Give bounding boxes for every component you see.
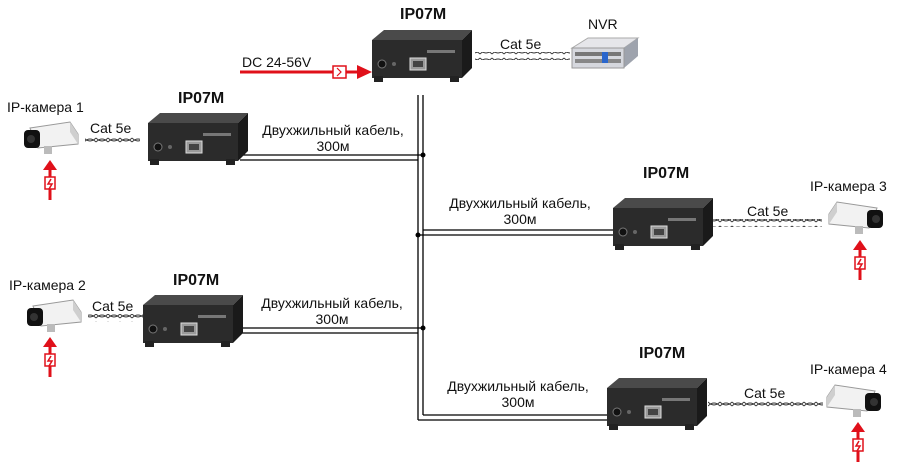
device-model-label: IP07M	[639, 345, 686, 362]
receiver-device	[371, 29, 473, 83]
twowire-cable-line1: Двухжильный кабель,	[447, 378, 589, 394]
transmitter-device-4	[606, 377, 708, 431]
device-model-label: IP07M	[643, 165, 690, 182]
twowire-cable-line1: Двухжильный кабель,	[262, 122, 404, 138]
ip-camera-2-icon	[26, 299, 82, 333]
cat5e-label: Cat 5e	[500, 36, 542, 52]
ip-camera-4-label: IP-камера 4	[810, 361, 887, 377]
twowire-cable-label-4: Двухжильный кабель, 300м	[432, 378, 604, 410]
twowire-cable-line2: 300м	[503, 211, 537, 227]
twowire-cable-label-2: Двухжильный кабель, 300м	[247, 295, 417, 327]
transmitter-device-2	[142, 294, 244, 348]
ip-camera-3-icon	[828, 201, 884, 235]
twowire-cable-line2: 300м	[315, 311, 349, 327]
power-arrow-cam3	[851, 238, 869, 282]
ip-camera-2-label: IP-камера 2	[9, 277, 86, 293]
cat5e-label: Cat 5e	[90, 120, 132, 136]
transmitter-device-1	[147, 112, 249, 166]
ip-camera-1-icon	[23, 121, 79, 155]
twowire-cable-label-1: Двухжильный кабель, 300м	[248, 122, 418, 154]
device-model-label: IP07M	[178, 90, 225, 107]
cat5e-label: Cat 5e	[92, 298, 134, 314]
cat5e-label: Cat 5e	[744, 385, 786, 401]
twowire-cable-line2: 300м	[316, 138, 350, 154]
power-arrow-cam4	[849, 420, 867, 464]
ip-camera-3-label: IP-камера 3	[810, 178, 887, 194]
device-model-label: IP07M	[173, 272, 220, 289]
twowire-cable-line2: 300м	[501, 394, 535, 410]
power-arrow-cam1	[41, 158, 59, 202]
ip-camera-1-label: IP-камера 1	[7, 99, 84, 115]
cat5e-label: Cat 5e	[747, 203, 789, 219]
twowire-cable-line1: Двухжильный кабель,	[449, 195, 591, 211]
ip-camera-4-icon	[826, 384, 882, 418]
transmitter-device-3	[612, 197, 714, 251]
twowire-cable-label-3: Двухжильный кабель, 300м	[434, 195, 606, 227]
nvr-icon	[570, 37, 640, 69]
nvr-label: NVR	[588, 16, 618, 32]
twowire-cable-line1: Двухжильный кабель,	[261, 295, 403, 311]
dc-power-label: DC 24-56V	[242, 54, 312, 70]
device-model-label: IP07M	[400, 6, 447, 23]
power-arrow-cam2	[41, 335, 59, 379]
